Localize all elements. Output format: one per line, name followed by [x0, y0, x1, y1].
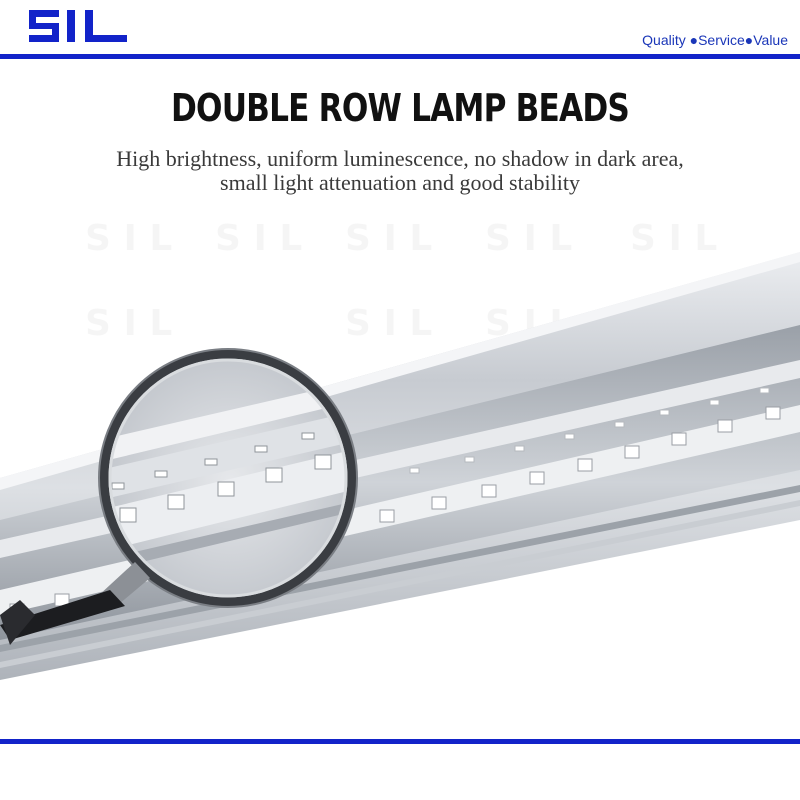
product-image: S I LS I LS I L S I LS I L S I LS I LS I…	[0, 218, 800, 680]
sil-logo	[29, 10, 127, 42]
svg-text:S I L: S I L	[85, 218, 172, 259]
subtitle-line-1: High brightness, uniform luminescence, n…	[116, 146, 684, 171]
brand-tagline: Quality ●Service●Value	[642, 32, 788, 48]
svg-text:S I L: S I L	[485, 218, 572, 259]
bottom-divider	[0, 739, 800, 744]
subtitle-line-2: small light attenuation and good stabili…	[220, 170, 580, 195]
svg-text:S I L: S I L	[630, 218, 717, 259]
svg-text:S I L: S I L	[85, 303, 172, 344]
page-title: DOUBLE ROW LAMP BEADS	[170, 86, 630, 130]
svg-text:S I L: S I L	[215, 218, 302, 259]
svg-text:S I L: S I L	[345, 303, 432, 344]
top-divider	[0, 54, 800, 59]
svg-text:S I L: S I L	[345, 218, 432, 259]
